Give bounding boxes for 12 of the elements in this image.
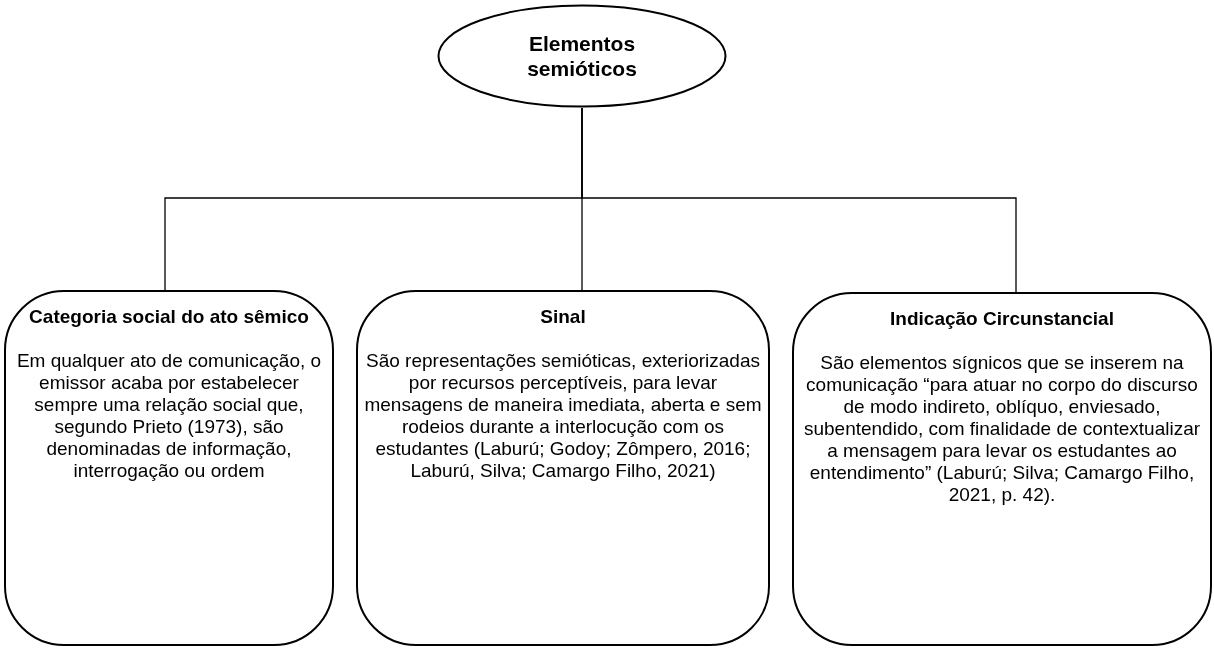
node-title: Indicação Circunstancial bbox=[890, 308, 1114, 330]
node-description: São elementos sígnicos que se inserem na comunicação “para atuar no corpo do discurso de modo indireto, oblíquo, enviesado, subentendido, com finalidade de contextualizar a mensagem para levar os estudantes ao entendimento” (Laburú; Silva; Camargo Filho, 2021, p. 42). bbox=[802, 352, 1202, 506]
node-description: Em qualquer ato de comunicação, o emissor acaba por estabelecer sempre uma relação social que, segundo Prieto (1973), são denominadas de informação, interrogação ou ordem bbox=[15, 350, 323, 482]
node-title: Categoria social do ato sêmico bbox=[29, 306, 309, 328]
node-description: São representações semióticas, exteriorizadas por recursos perceptíveis, para levar mensagens de maneira imediata, aberta e sem rodeios durante a interlocução com os estudantes (Laburú; Godoy; Zômpero, 2016; Laburú, Silva; Camargo Filho, 2021) bbox=[364, 350, 762, 482]
rounded-box bbox=[356, 290, 770, 646]
connector-line bbox=[581, 107, 1017, 293]
rounded-box bbox=[4, 290, 334, 646]
node-title: Sinal bbox=[540, 306, 586, 328]
node-title: Elementos semióticos bbox=[526, 31, 638, 81]
ellipse-node bbox=[437, 4, 727, 108]
rounded-box bbox=[792, 292, 1212, 646]
